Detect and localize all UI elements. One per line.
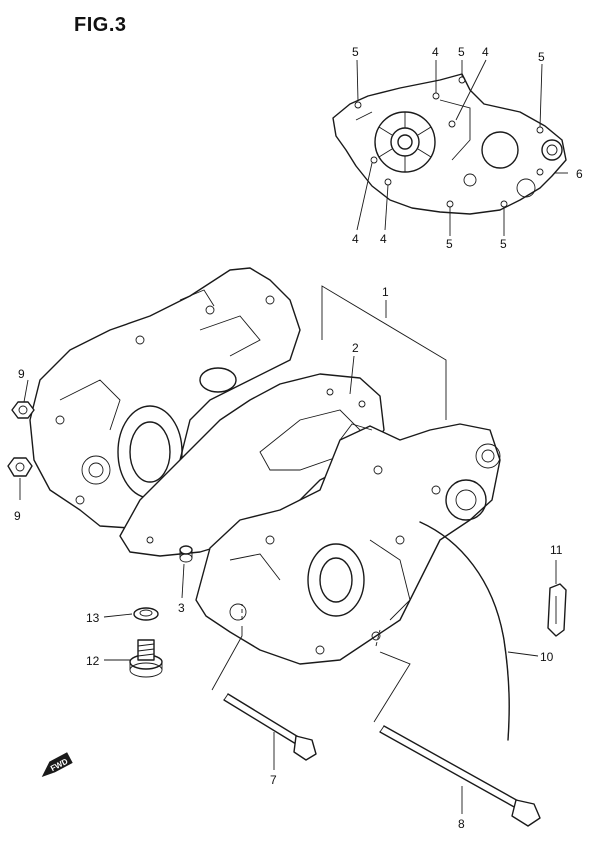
callout-4-inset-a: 4 xyxy=(432,45,439,59)
callout-2: 2 xyxy=(352,341,359,355)
callout-10: 10 xyxy=(540,650,554,664)
callout-3: 3 xyxy=(178,601,185,615)
callout-13: 13 xyxy=(86,611,100,625)
callout-5-inset-b: 5 xyxy=(458,45,465,59)
inset-leader-lines xyxy=(356,59,568,236)
callout-7: 7 xyxy=(270,773,277,787)
callout-1: 1 xyxy=(382,285,389,299)
callout-5-inset-c: 5 xyxy=(538,50,545,64)
breather-hose-inner xyxy=(419,521,510,741)
crankcase-bolt-long xyxy=(379,725,541,827)
callout-8: 8 xyxy=(458,817,465,831)
callout-5-inset-a: 5 xyxy=(352,45,359,59)
crankcase-inner-view xyxy=(332,73,567,215)
dowel-pin xyxy=(179,545,193,563)
callout-4-inset-d: 4 xyxy=(380,232,387,246)
crankcase-bolt-short xyxy=(223,693,317,761)
callout-9-lower: 9 xyxy=(14,509,21,523)
callout-5-inset-e: 5 xyxy=(500,237,507,251)
callout-4-inset-c: 4 xyxy=(352,232,359,246)
right-crankcase-half xyxy=(195,423,501,665)
drain-plug-washer xyxy=(133,607,159,621)
hose-clamp xyxy=(547,583,567,637)
callout-11: 11 xyxy=(550,543,563,557)
forward-direction-indicator: FWD xyxy=(41,752,73,778)
nut-lower xyxy=(7,457,33,477)
callout-12: 12 xyxy=(86,654,100,668)
figure-title: FIG.3 xyxy=(74,14,127,36)
callout-4-inset-b: 4 xyxy=(482,45,489,59)
callout-9-upper: 9 xyxy=(18,367,25,381)
main-leader-lines xyxy=(19,285,557,814)
nut-upper xyxy=(11,401,35,419)
callout-labels: 5 4 5 4 5 6 4 4 5 5 1 2 3 9 9 13 12 10 1… xyxy=(14,45,583,831)
callout-5-inset-d: 5 xyxy=(446,237,453,251)
drain-plug xyxy=(129,639,163,678)
callout-6: 6 xyxy=(576,167,583,181)
